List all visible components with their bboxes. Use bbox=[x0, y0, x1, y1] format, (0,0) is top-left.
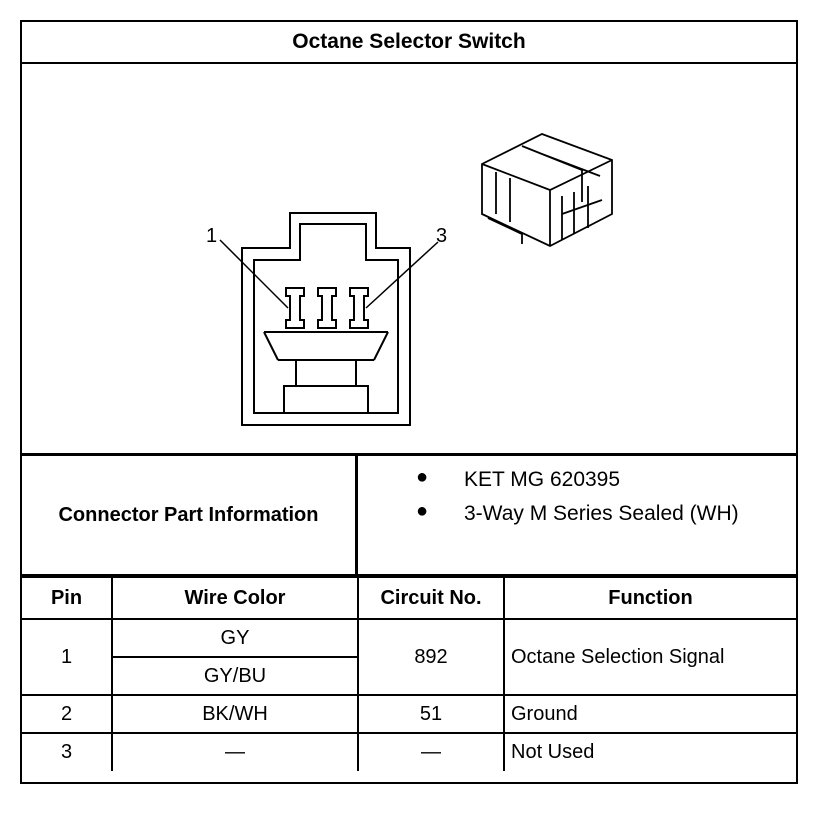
table-row: 2 BK/WH 51 Ground bbox=[22, 694, 796, 734]
table-row: 1 GY 892 Octane Selection Signal bbox=[22, 618, 796, 696]
cell-circuit: 892 bbox=[357, 618, 505, 696]
callout-leader-3 bbox=[365, 241, 439, 309]
connector-info-list: ● KET MG 620395 ● 3-Way M Series Sealed … bbox=[358, 466, 796, 534]
cell-function: Not Used bbox=[503, 732, 796, 771]
terminal-3 bbox=[349, 287, 369, 329]
connector-sheet: Octane Selector Switch bbox=[20, 20, 798, 784]
cell-pin: 2 bbox=[22, 694, 113, 734]
table-row: GY/BU bbox=[22, 656, 796, 696]
callout-label-3: 3 bbox=[436, 225, 447, 247]
table-row: 3 — — Not Used bbox=[22, 732, 796, 771]
cell-wire-color: GY bbox=[111, 618, 359, 658]
connector-face-diagram: 1 3 bbox=[206, 133, 613, 426]
bullet-icon: ● bbox=[416, 500, 429, 522]
connector-info-label: Connector Part Information bbox=[22, 456, 358, 574]
info-item: ● KET MG 620395 bbox=[358, 466, 796, 500]
connector-inner-outline bbox=[253, 223, 399, 414]
header-pin: Pin bbox=[22, 576, 113, 619]
page-title: Octane Selector Switch bbox=[22, 22, 796, 64]
cell-wire-color: — bbox=[111, 732, 359, 771]
header-circuit-no: Circuit No. bbox=[357, 576, 505, 619]
callout-leader-1 bbox=[219, 239, 289, 309]
cell-wire-color: BK/WH bbox=[111, 694, 359, 734]
table-header-row: Pin Wire Color Circuit No. Function bbox=[22, 576, 796, 619]
cell-pin: 3 bbox=[22, 732, 113, 771]
connector-lip bbox=[263, 331, 389, 361]
connector-outline bbox=[241, 212, 411, 426]
terminal-1 bbox=[285, 287, 305, 329]
connector-drawing: 1 3 bbox=[22, 64, 796, 456]
callout-label-1: 1 bbox=[206, 225, 217, 247]
pinout-table: Pin Wire Color Circuit No. Function 1 GY… bbox=[22, 576, 796, 771]
header-function: Function bbox=[503, 576, 796, 619]
connector-latch bbox=[283, 385, 369, 414]
info-item-text: 3-Way M Series Sealed (WH) bbox=[464, 502, 739, 525]
header-wire-color: Wire Color bbox=[111, 576, 359, 619]
info-item-text: KET MG 620395 bbox=[464, 468, 621, 491]
bullet-icon: ● bbox=[416, 466, 429, 488]
cell-pin: 1 bbox=[22, 618, 113, 696]
cell-function: Ground bbox=[503, 694, 796, 734]
connector-isometric-view bbox=[481, 133, 613, 248]
info-item: ● 3-Way M Series Sealed (WH) bbox=[358, 500, 796, 534]
cell-wire-color: GY/BU bbox=[112, 656, 358, 696]
cell-function: Octane Selection Signal bbox=[503, 618, 796, 696]
connector-part-info: Connector Part Information ● KET MG 6203… bbox=[22, 456, 796, 576]
cell-circuit: 51 bbox=[357, 694, 505, 734]
terminal-2 bbox=[317, 287, 337, 329]
cell-circuit: — bbox=[357, 732, 505, 771]
